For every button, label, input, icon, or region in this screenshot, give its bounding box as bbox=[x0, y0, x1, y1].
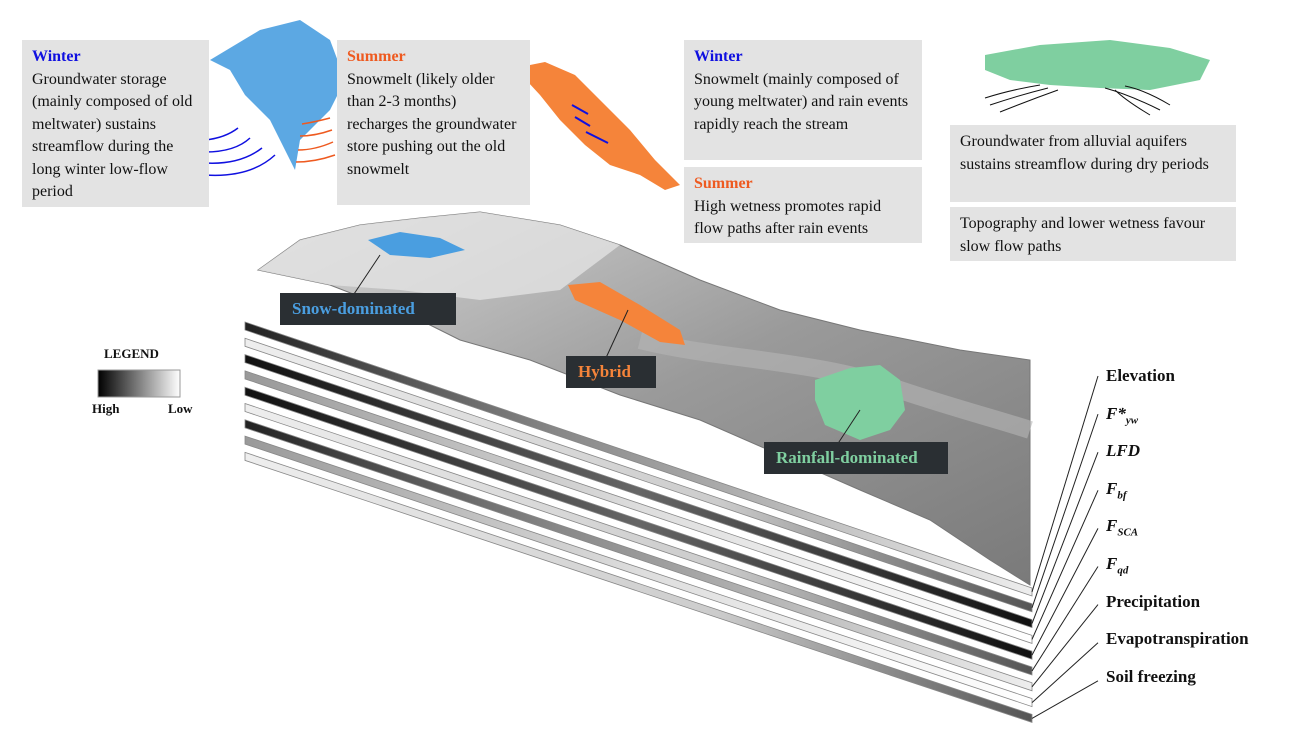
rainfall-dominated-tag: Rainfall-dominated bbox=[764, 442, 948, 474]
terrain-highlands bbox=[258, 212, 620, 300]
layer-strip-4 bbox=[244, 386, 1033, 660]
rainfall-text-2: Topography and lower wetness favour slow… bbox=[960, 215, 1206, 255]
layer-strip-8 bbox=[244, 451, 1033, 723]
rainfall-text-1: Groundwater from alluvial aquifers susta… bbox=[960, 133, 1209, 173]
hybrid-summer-box: Summer High wetness promotes rapid flow … bbox=[684, 167, 922, 243]
legend-title: LEGEND bbox=[104, 346, 159, 361]
hybrid-summer-text: High wetness promotes rapid flow paths a… bbox=[694, 197, 882, 238]
layer-strip-3 bbox=[244, 370, 1033, 644]
hybrid-winter-box: Winter Snowmelt (mainly composed of youn… bbox=[684, 40, 922, 160]
snow-winter-text: Groundwater storage (mainly composed of … bbox=[32, 70, 193, 201]
layer-leader-line bbox=[1031, 452, 1099, 624]
summer-flow-arrows bbox=[295, 117, 336, 163]
rainfall-tag-leader bbox=[834, 409, 861, 449]
rainfall-box-2: Topography and lower wetness favour slow… bbox=[950, 207, 1236, 261]
layer-label: F*yw bbox=[1106, 403, 1139, 426]
snow-dominated-tag: Snow-dominated bbox=[280, 293, 456, 325]
layer-label: Fbf bbox=[1106, 478, 1127, 502]
snow-winter-title: Winter bbox=[32, 48, 81, 65]
layer-strip-7 bbox=[244, 435, 1033, 708]
layer-label: Soil freezing bbox=[1106, 666, 1196, 686]
snow-tag-leader bbox=[349, 254, 381, 301]
hybrid-winter-title: Winter bbox=[694, 48, 743, 65]
rainfall-box-1: Groundwater from alluvial aquifers susta… bbox=[950, 125, 1236, 202]
hybrid-tag: Hybrid bbox=[566, 356, 656, 388]
layer-label: Precipitation bbox=[1106, 591, 1201, 611]
snow-summer-box: Summer Snowmelt (likely older than 2-3 m… bbox=[337, 40, 530, 205]
layer-leader-line bbox=[1031, 528, 1099, 656]
layer-leader-line bbox=[1031, 680, 1099, 719]
hybrid-flow-arrows bbox=[571, 104, 609, 144]
layer-leader-line bbox=[1031, 375, 1099, 593]
layer-leader-line bbox=[1031, 413, 1099, 608]
layer-leader-line bbox=[1031, 490, 1099, 640]
rainfall-catchment-inset bbox=[985, 40, 1210, 90]
layer-leader-line bbox=[1031, 604, 1099, 688]
layer-strip-0 bbox=[244, 321, 1033, 597]
snow-catchment-inset bbox=[210, 20, 345, 170]
legend-colorbar bbox=[97, 369, 181, 398]
layer-label: Evapotranspiration bbox=[1106, 629, 1249, 649]
layer-label: Fqd bbox=[1106, 554, 1129, 577]
winter-flow-arrows bbox=[204, 127, 276, 177]
layer-label: FSCA bbox=[1106, 516, 1139, 539]
snow-summer-title: Summer bbox=[347, 48, 406, 65]
layer-strips bbox=[244, 321, 1033, 723]
layer-leader-line bbox=[1031, 642, 1099, 703]
snow-summer-text: Snowmelt (likely older than 2-3 months) … bbox=[347, 70, 517, 178]
legend-high: High bbox=[92, 401, 120, 416]
hybrid-winter-text: Snowmelt (mainly composed of young meltw… bbox=[694, 70, 909, 133]
hybrid-summer-title: Summer bbox=[694, 175, 753, 192]
rainfall-flow-arrows bbox=[984, 84, 1171, 116]
layer-label: Elevation bbox=[1106, 366, 1175, 385]
hybrid-catchment-inset bbox=[515, 62, 680, 190]
snow-winter-box: Winter Groundwater storage (mainly compo… bbox=[22, 40, 209, 207]
layer-strip-6 bbox=[244, 419, 1033, 692]
rainfall-region bbox=[815, 365, 905, 440]
layer-strip-2 bbox=[244, 354, 1033, 629]
snow-region bbox=[368, 232, 465, 258]
layer-label: LFD bbox=[1106, 441, 1140, 461]
hybrid-tag-leader bbox=[604, 309, 629, 361]
layer-strip-5 bbox=[244, 402, 1033, 676]
legend-low: Low bbox=[168, 401, 193, 416]
layer-strip-1 bbox=[244, 337, 1033, 613]
layer-leaders bbox=[1031, 375, 1099, 719]
layer-leader-line bbox=[1031, 566, 1099, 672]
